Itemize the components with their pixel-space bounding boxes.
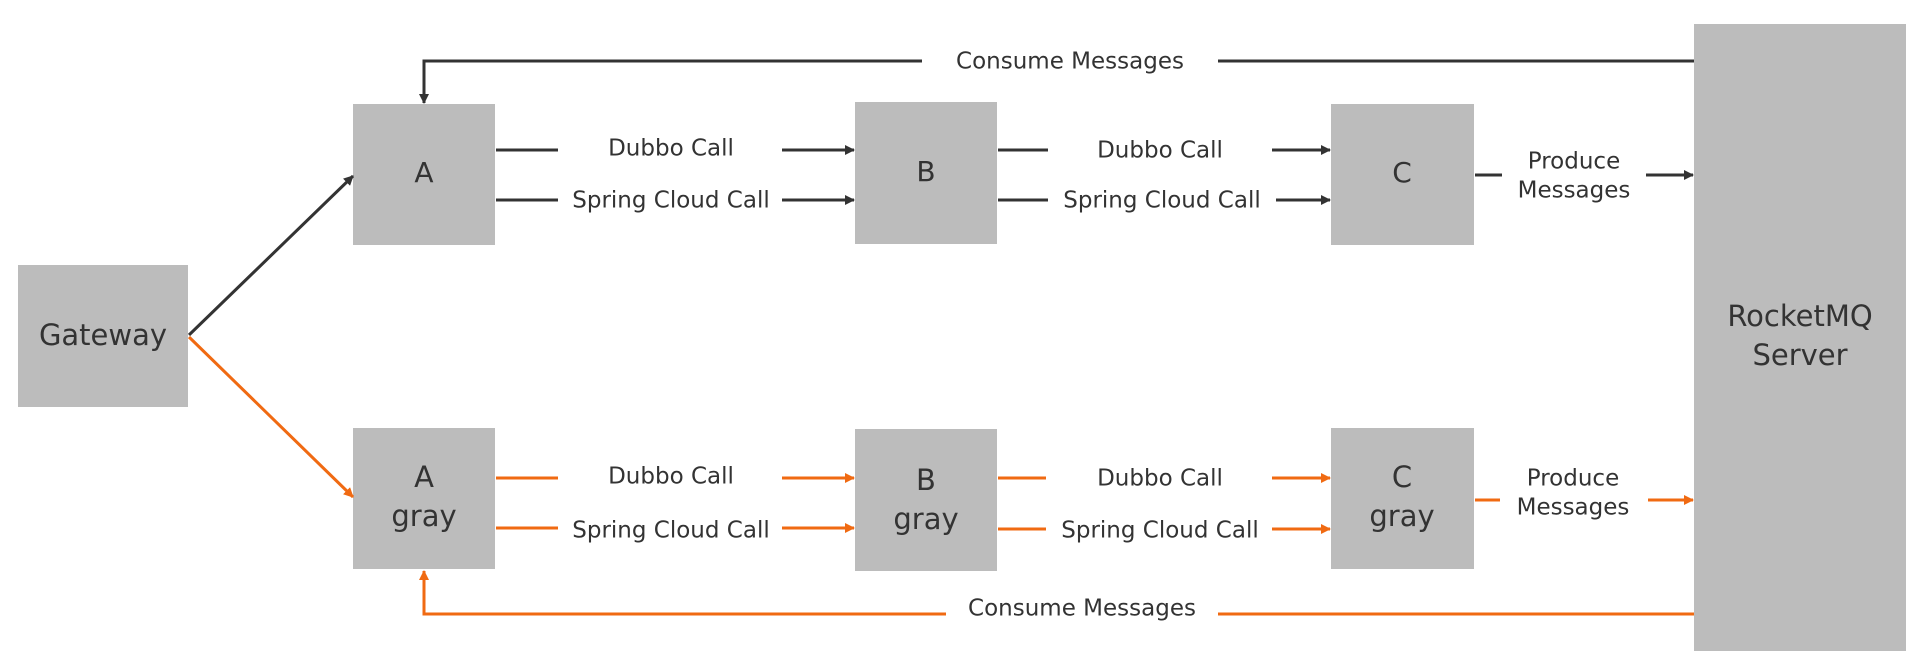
service-c-node: C: [1331, 104, 1474, 245]
gateway-to-a-arrow: [187, 174, 355, 337]
service-b-node: B: [855, 102, 997, 244]
c-gray-to-mq-produce-sublabel: Messages: [1517, 495, 1630, 521]
gateway-label: Gateway: [39, 318, 167, 352]
gray-path-edges: Consume Messages Dubbo Call Spring Cloud…: [187, 335, 1694, 622]
service-b-gray-box: [855, 429, 997, 571]
service-a-label: A: [414, 156, 433, 189]
a-to-b-spring-label: Spring Cloud Call: [572, 188, 769, 214]
service-a-gray-box: [353, 428, 495, 569]
rocketmq-server-box: [1694, 24, 1906, 651]
service-a-box: [353, 104, 495, 245]
rocketmq-server-sublabel: Server: [1752, 338, 1847, 372]
service-c-box: [1331, 104, 1474, 245]
c-gray-to-mq-produce-label: Produce: [1527, 466, 1619, 492]
service-b-gray-sublabel: gray: [893, 502, 958, 536]
a-gray-to-b-gray-dubbo-label: Dubbo Call: [608, 464, 734, 490]
consume-bottom-line-left: [419, 570, 946, 616]
service-b-label: B: [916, 155, 935, 188]
b-gray-to-c-gray-spring-label: Spring Cloud Call: [1061, 518, 1258, 544]
gateway-box: [18, 265, 188, 407]
service-a-gray-sublabel: gray: [391, 499, 456, 533]
b-gray-to-c-gray-dubbo-label: Dubbo Call: [1097, 466, 1223, 492]
a-to-b-dubbo-label: Dubbo Call: [608, 136, 734, 162]
service-a-gray-node: A gray: [353, 428, 495, 569]
consume-top-label: Consume Messages: [956, 49, 1184, 75]
rocketmq-server-node: RocketMQ Server: [1694, 24, 1906, 651]
service-b-gray-node: B gray: [855, 429, 997, 571]
service-c-gray-node: C gray: [1331, 428, 1474, 569]
service-b-box: [855, 102, 997, 244]
gateway-to-a-gray-arrow: [187, 335, 355, 499]
b-to-c-spring-label: Spring Cloud Call: [1063, 188, 1260, 214]
service-c-gray-box: [1331, 428, 1474, 569]
a-gray-to-b-gray-spring-label: Spring Cloud Call: [572, 518, 769, 544]
consume-top-line-left: [419, 59, 922, 104]
c-to-mq-produce-sublabel: Messages: [1518, 178, 1631, 204]
service-c-gray-sublabel: gray: [1369, 499, 1434, 533]
gateway-node: Gateway: [18, 265, 188, 407]
normal-path-edges: Consume Messages Dubbo Call Spring Cloud…: [187, 49, 1694, 337]
rocketmq-server-label: RocketMQ: [1727, 299, 1872, 333]
service-a-gray-label: A: [414, 460, 434, 494]
service-a-node: A: [353, 104, 495, 245]
b-to-c-dubbo-label: Dubbo Call: [1097, 138, 1223, 164]
service-c-label: C: [1392, 156, 1412, 189]
service-b-gray-label: B: [916, 463, 936, 497]
service-c-gray-label: C: [1392, 460, 1412, 494]
c-to-mq-produce-label: Produce: [1528, 149, 1620, 175]
consume-bottom-label: Consume Messages: [968, 596, 1196, 622]
